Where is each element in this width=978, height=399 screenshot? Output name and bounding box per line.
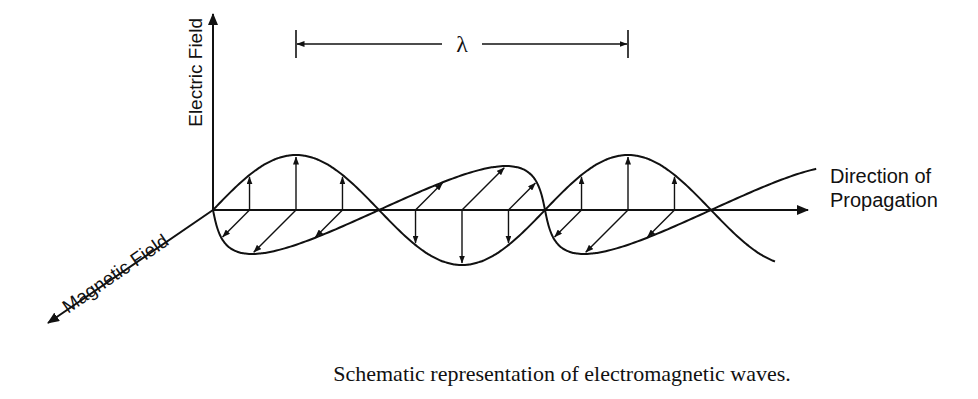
magnetic-vector [508, 183, 535, 210]
magnetic-vector [462, 168, 504, 210]
bracket-arrow [482, 43, 627, 45]
axis-label: Direction of Propagation [830, 164, 968, 212]
electric-axis [212, 14, 214, 210]
electric-vector [249, 177, 250, 210]
bracket-tick [295, 30, 297, 58]
magnetic-vector [648, 210, 675, 237]
wavelength-symbol: λ [453, 30, 471, 59]
electric-wave [213, 155, 775, 265]
electric-vector [508, 210, 509, 243]
magnetic-wave [213, 166, 816, 254]
bracket-arrow [297, 43, 442, 45]
figure-caption: Schematic representation of electromagne… [333, 361, 791, 387]
magnetic-vector [316, 210, 343, 237]
electric-vector [461, 210, 462, 263]
electric-vector [581, 177, 582, 210]
magnetic-vector [555, 210, 582, 237]
bracket-tick [627, 30, 629, 58]
electric-vector [342, 177, 343, 210]
magnetic-vector [254, 210, 296, 252]
magnetic-axis [48, 210, 213, 323]
magnetic-vector [586, 210, 628, 252]
electric-vector [674, 177, 675, 210]
axis-label: Magnetic Field [59, 230, 174, 319]
magnetic-vector [416, 183, 443, 210]
electric-vector [295, 157, 296, 210]
axis-label: Electric Field [185, 18, 208, 127]
propagation-axis [213, 209, 808, 211]
magnetic-vector [223, 210, 250, 237]
electric-vector [627, 157, 628, 210]
electric-vector [415, 210, 416, 243]
